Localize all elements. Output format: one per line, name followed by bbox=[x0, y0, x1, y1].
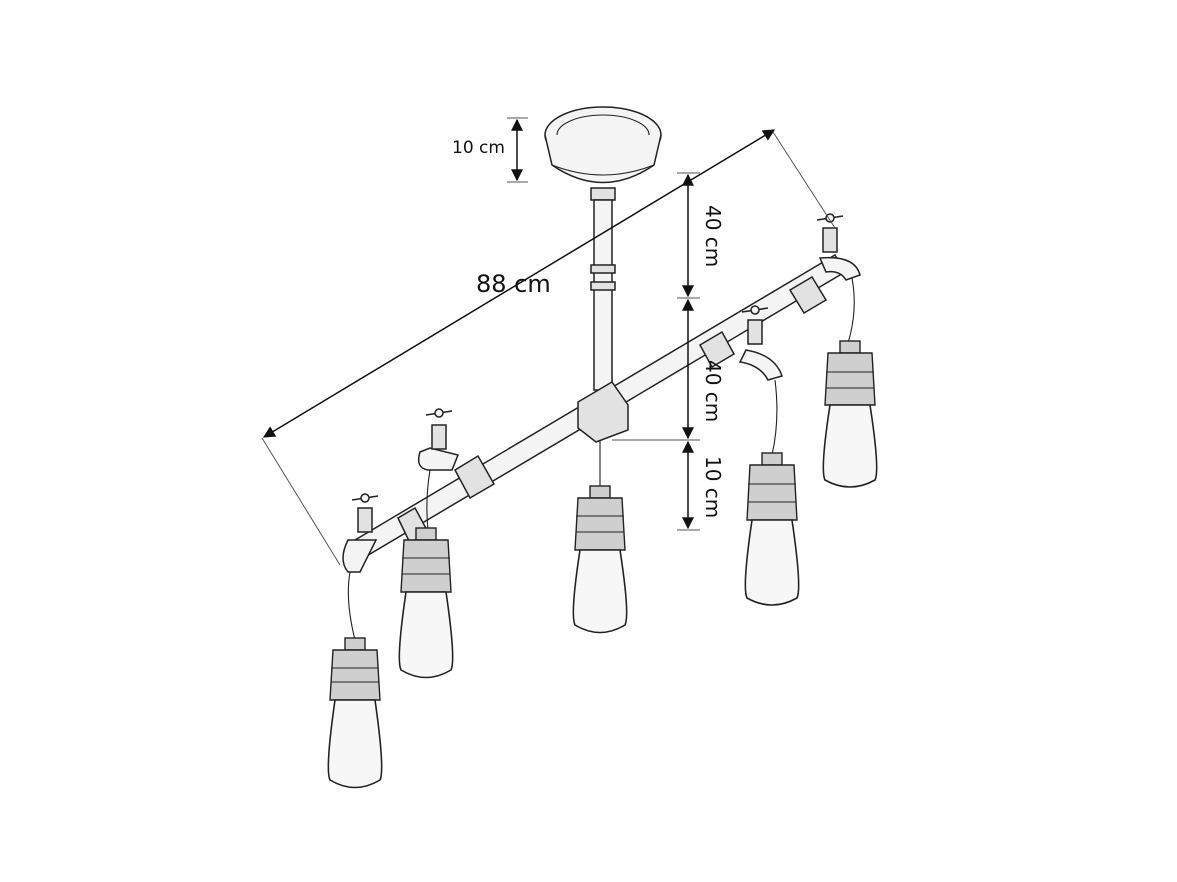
faucet-valve-left-mid bbox=[425, 408, 453, 450]
dim-drop bbox=[612, 172, 700, 531]
lamp-5 bbox=[822, 340, 878, 488]
faucet-valve-right bbox=[816, 213, 844, 253]
ceiling-canopy bbox=[544, 106, 662, 201]
label-total-length: 88 cm bbox=[476, 270, 551, 298]
label-drop-lower: 40 cm bbox=[701, 360, 725, 422]
cords bbox=[347, 277, 855, 641]
dim-canopy bbox=[507, 117, 528, 183]
label-lamp-drop: 10 cm bbox=[701, 456, 725, 518]
label-drop-upper: 40 cm bbox=[701, 205, 725, 267]
lamp-1 bbox=[327, 637, 383, 789]
label-canopy-height: 10 cm bbox=[452, 138, 505, 158]
faucet-valve-left bbox=[351, 493, 379, 533]
lamp-3 bbox=[572, 485, 628, 634]
lamp-4 bbox=[744, 452, 800, 606]
lamp-2 bbox=[398, 527, 454, 679]
